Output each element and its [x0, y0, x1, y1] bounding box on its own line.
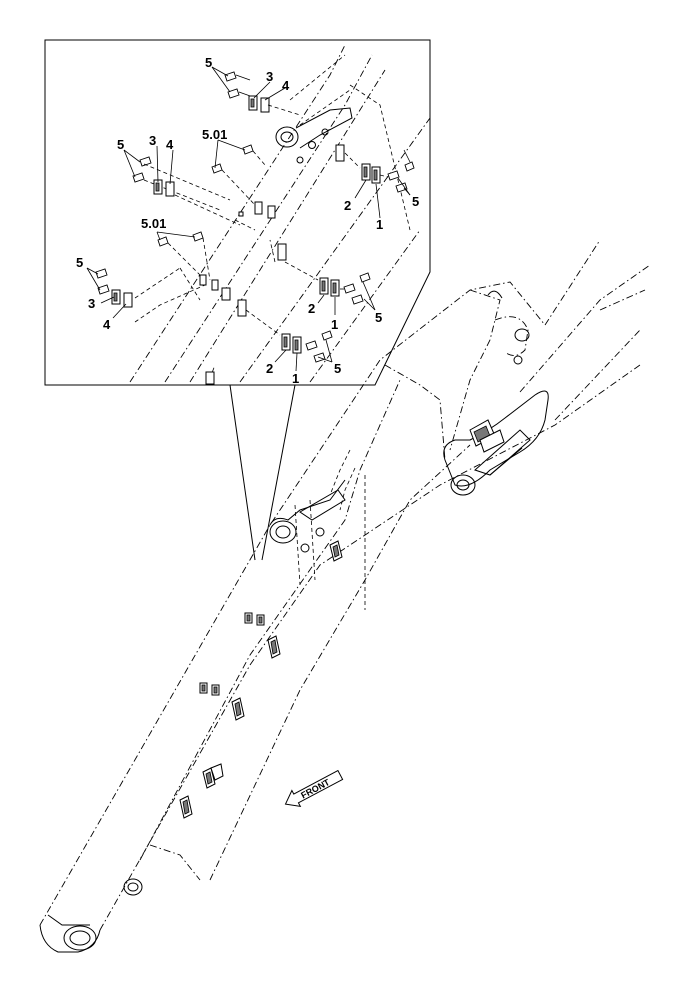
callout-5-left-lower: 5 [76, 255, 83, 270]
left-lower-pad-group [95, 231, 231, 323]
callout-leaders [86, 66, 411, 372]
callout-3-left-upper: 3 [149, 133, 156, 148]
callout-5-right-lower: 5 [334, 361, 341, 376]
callout-1-right-upper: 1 [376, 217, 383, 232]
detail-leader-left [229, 384, 256, 561]
callout-5-01-upper: 5.01 [202, 127, 227, 142]
detail-leader-right [261, 384, 296, 561]
right-middle-pad-group [269, 239, 371, 305]
callout-4-left-lower: 4 [103, 317, 111, 332]
callout-5-top: 5 [205, 55, 212, 70]
callout-2-right-lower: 2 [266, 361, 273, 376]
right-lower-pad-group [205, 299, 333, 385]
callout-4-left-upper: 4 [166, 137, 174, 152]
callout-4-top: 4 [282, 78, 290, 93]
callout-5-01-lower: 5.01 [141, 216, 166, 231]
right-upper-pad-group [335, 144, 415, 193]
front-direction-arrow: FRONT [284, 769, 344, 808]
callout-3-left-lower: 3 [88, 296, 95, 311]
callout-2-right-upper: 2 [344, 198, 351, 213]
callout-1-right-middle: 1 [331, 317, 338, 332]
mounted-wear-pads [179, 540, 343, 819]
callout-5-right-middle: 5 [375, 310, 382, 325]
callout-1-right-lower: 1 [292, 371, 299, 386]
detail-view: 5 3 4 5 3 4 5.01 2 1 5 5.01 5 3 4 2 1 5 … [44, 39, 431, 386]
top-pad-group [224, 71, 301, 116]
callout-5-right-upper: 5 [412, 194, 419, 209]
callout-3-top: 3 [266, 69, 273, 84]
callout-5-left-upper: 5 [117, 137, 124, 152]
front-label: FRONT [299, 777, 332, 801]
boom-body [39, 239, 651, 953]
callout-2-right-middle: 2 [308, 301, 315, 316]
callout-labels: 5 3 4 5 3 4 5.01 2 1 5 5.01 5 3 4 2 1 5 … [76, 55, 419, 386]
left-upper-pad-group [132, 144, 276, 231]
